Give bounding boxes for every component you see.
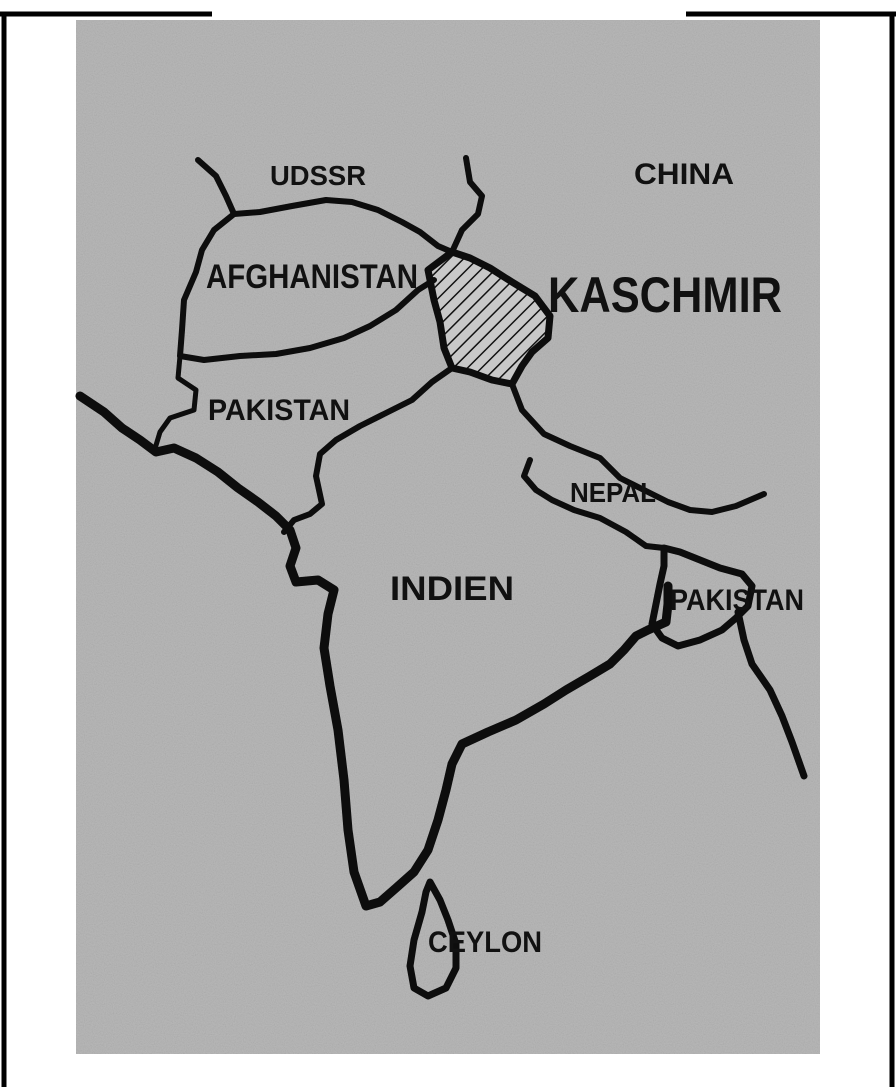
label-indien: INDIEN: [390, 570, 514, 608]
ceylon-island: [406, 878, 460, 1000]
border-burma: [734, 608, 808, 780]
page-frame: [0, 11, 896, 1087]
border-india-pakistan: [281, 365, 455, 535]
map-background: [76, 20, 820, 1054]
label-ceylon: CEYLON: [428, 926, 542, 959]
border-china: [449, 155, 485, 255]
label-nepal: NEPAL: [570, 477, 656, 508]
border-pakistan-west: [151, 353, 199, 455]
label-china: CHINA: [634, 158, 734, 191]
label-pakistan-east: PAKISTAN: [670, 584, 804, 617]
label-afghanistan: AFGHANISTAN: [206, 258, 418, 296]
label-pakistan-west: PAKISTAN: [208, 394, 350, 427]
border-udssr: [195, 157, 455, 255]
label-udssr: UDSSR: [270, 160, 366, 191]
border-nepal-himalaya: [509, 381, 767, 515]
border-afghanistan: [177, 211, 437, 363]
border-nepal: [521, 457, 667, 551]
coastline-west: [75, 391, 673, 911]
border-pakistan-east: [648, 544, 756, 650]
label-kaschmir: KASCHMIR: [548, 267, 782, 323]
kaschmir-region: [424, 248, 554, 388]
